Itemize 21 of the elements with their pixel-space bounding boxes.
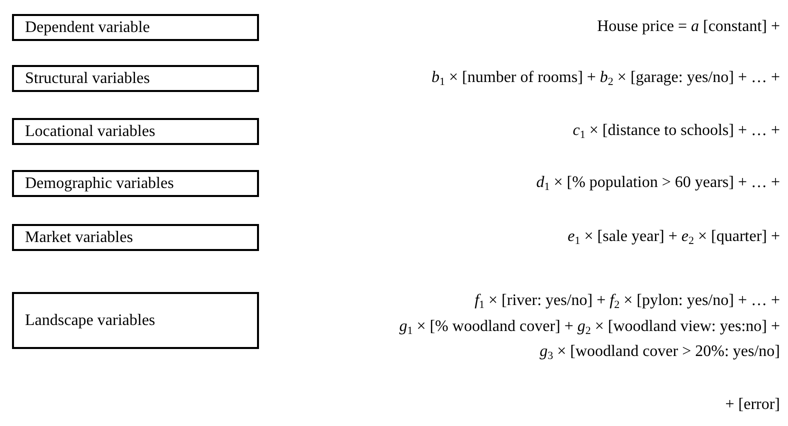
equation-term: e$_{1}$ × [sale year] + e$_{2}$ × [quarter] + bbox=[568, 227, 780, 247]
equation-term: d$_{1}$ × [% population > 60 years] + … + bbox=[536, 173, 780, 193]
variable-box bbox=[12, 292, 259, 349]
box-label: Demographic variables bbox=[25, 174, 174, 192]
equation-term: + [error] bbox=[725, 395, 780, 415]
equation-term: g$_{3}$ × [woodland cover > 20%: yes/no] bbox=[540, 342, 780, 362]
variable-box bbox=[12, 224, 259, 251]
equation-term: b$_{1}$ × [number of rooms] + b$_{2}$ × [garage: yes/no] + … + bbox=[432, 68, 780, 88]
equation-term: c$_{1}$ × [distance to schools] + … + bbox=[572, 121, 780, 141]
variable-box bbox=[12, 118, 259, 145]
box-label: Market variables bbox=[25, 228, 133, 246]
equation-term: f$_{1}$ × [river: yes/no] + f$_{2}$ × [pylon: yes/no] + … + bbox=[474, 291, 780, 311]
equation-term: g$_{1}$ × [% woodland cover] + g$_{2}$ × [woodland view: yes:no] + bbox=[399, 317, 780, 337]
box-label: Dependent variable bbox=[25, 18, 150, 36]
equation-term: House price = a [constant] + bbox=[597, 17, 780, 37]
variable-box bbox=[12, 65, 259, 92]
box-label: Landscape variables bbox=[25, 312, 156, 330]
variable-box bbox=[12, 14, 259, 41]
box-label: Locational variables bbox=[25, 122, 156, 140]
variable-box bbox=[12, 170, 259, 197]
box-label: Structural variables bbox=[25, 70, 150, 88]
